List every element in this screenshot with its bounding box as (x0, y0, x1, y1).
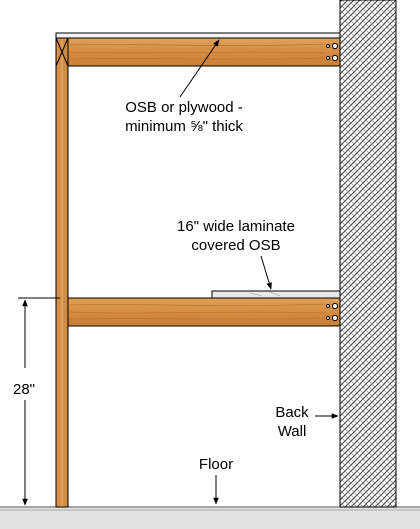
leg-top-x (55, 37, 69, 67)
top-panel-label-line1: OSB or plywood - (125, 99, 243, 116)
top-beam-grain (69, 43, 326, 60)
shelf-arrow (260, 255, 272, 290)
laminate-texture (249, 291, 281, 297)
shelf-label-line2: covered OSB (191, 237, 280, 254)
wall-label-line1: Back (275, 404, 309, 421)
wall-label-line2: Wall (278, 423, 307, 440)
lower-beam (67, 297, 341, 327)
floor-label: Floor (199, 456, 233, 473)
top-panel (55, 32, 341, 39)
floor-band (0, 506, 420, 529)
top-panel-label-line2: minimum ⅝" thick (125, 118, 243, 135)
top-beam-bolts (326, 42, 339, 62)
height-label: 28" (13, 381, 35, 398)
top-panel-arrow (179, 39, 220, 98)
leg-grain (59, 39, 65, 506)
back-wall (339, 0, 397, 508)
lower-beam-bolts (326, 302, 339, 322)
lower-beam-grain (69, 303, 326, 320)
front-leg (55, 37, 69, 508)
shelf-label-line1: 16" wide laminate (177, 218, 295, 235)
